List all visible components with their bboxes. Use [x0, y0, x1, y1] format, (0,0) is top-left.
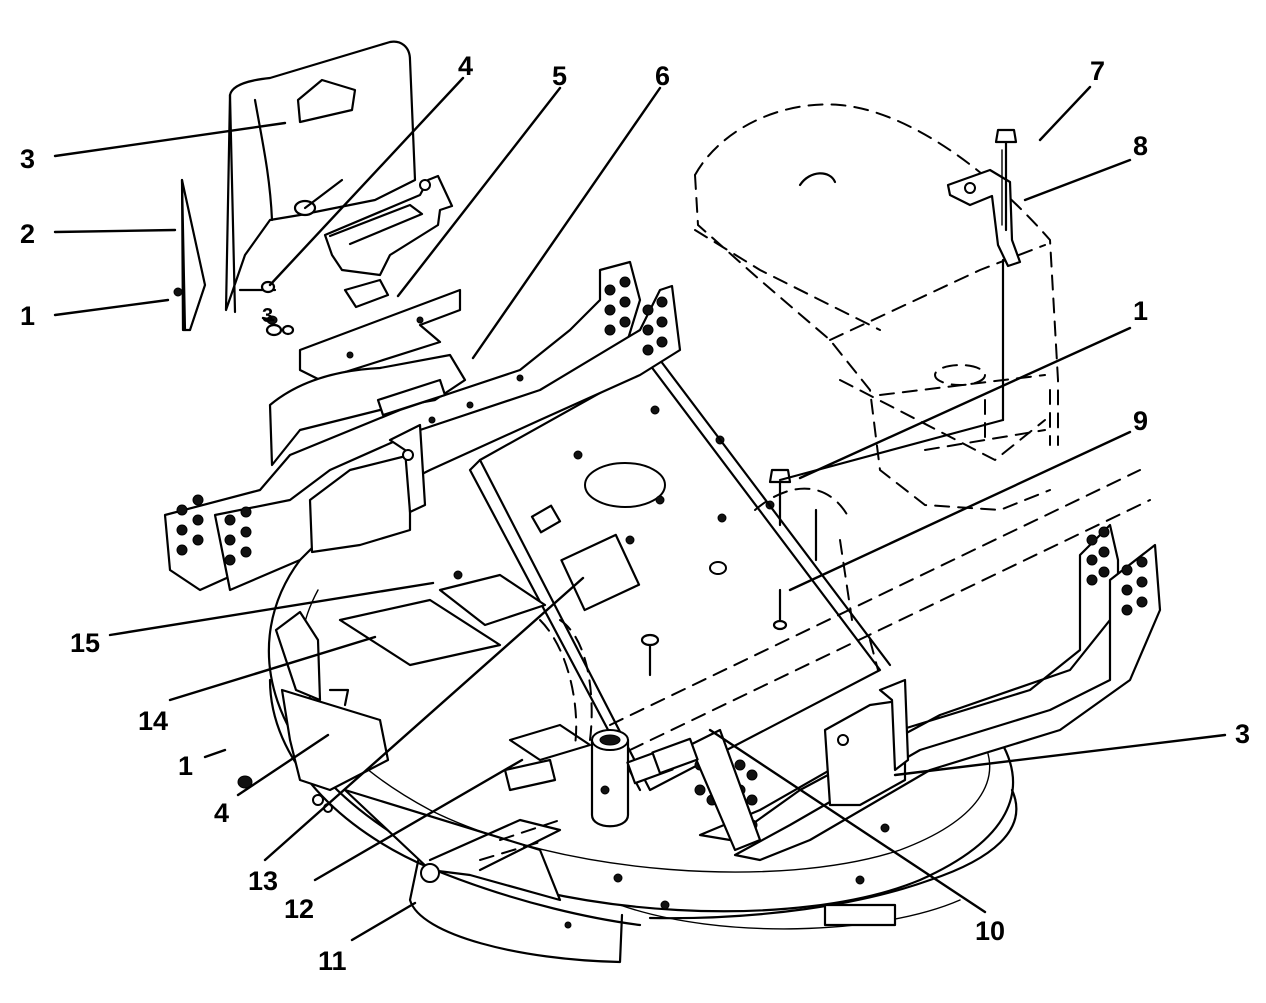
- right-guard-box: [823, 678, 910, 807]
- callout-label: 11: [318, 946, 347, 976]
- main-frame-plate: [468, 358, 892, 792]
- callout-label: 10: [975, 916, 1005, 946]
- rear-crossbar: [688, 523, 1162, 862]
- callout-label: 3: [20, 144, 35, 174]
- callout-label: 9: [1133, 406, 1148, 436]
- callout-label: 12: [284, 894, 314, 924]
- callout-label: 3: [1235, 719, 1250, 749]
- deck-baffle: [343, 788, 562, 902]
- frame-decal: [560, 533, 641, 612]
- callout-label: 8: [1133, 131, 1148, 161]
- pivot-tube: [590, 729, 699, 828]
- deck-decals: [338, 570, 592, 792]
- callout-label: 1: [1133, 296, 1148, 326]
- deck-decal: [823, 903, 897, 927]
- callout-label: 15: [70, 628, 100, 658]
- callout-label: 7: [1090, 56, 1105, 86]
- spindle-opening: [584, 462, 666, 508]
- callout-label: 1: [20, 301, 35, 331]
- callout-label: 4: [214, 798, 229, 828]
- callout-label: 13: [248, 866, 278, 896]
- guard-assembly: [173, 40, 467, 789]
- right-mount-holes: [1086, 526, 1148, 616]
- callout-labels: 3 4 5 6 7 8 2 1 1 9 15 14 1 4 13 12 11 1…: [20, 51, 1250, 976]
- left-mount-holes: [176, 494, 252, 566]
- callout-label: 6: [655, 61, 670, 91]
- axle-phantom-lines: [479, 469, 1151, 861]
- callout-label: 2: [20, 219, 35, 249]
- callout-label: 3: [262, 305, 273, 327]
- callout-leaders: [53, 76, 1227, 942]
- rear-mount-holes: [604, 276, 668, 356]
- frame-bolts: [530, 468, 818, 677]
- deck-front-left-bracket: [274, 610, 390, 813]
- engine-phantom: [694, 103, 1059, 512]
- callout-label: 4: [458, 51, 473, 81]
- callout-label: 1: [178, 751, 193, 781]
- callout-label: 5: [552, 61, 567, 91]
- left-guard-box: [308, 423, 427, 554]
- callout-label: 14: [138, 706, 168, 736]
